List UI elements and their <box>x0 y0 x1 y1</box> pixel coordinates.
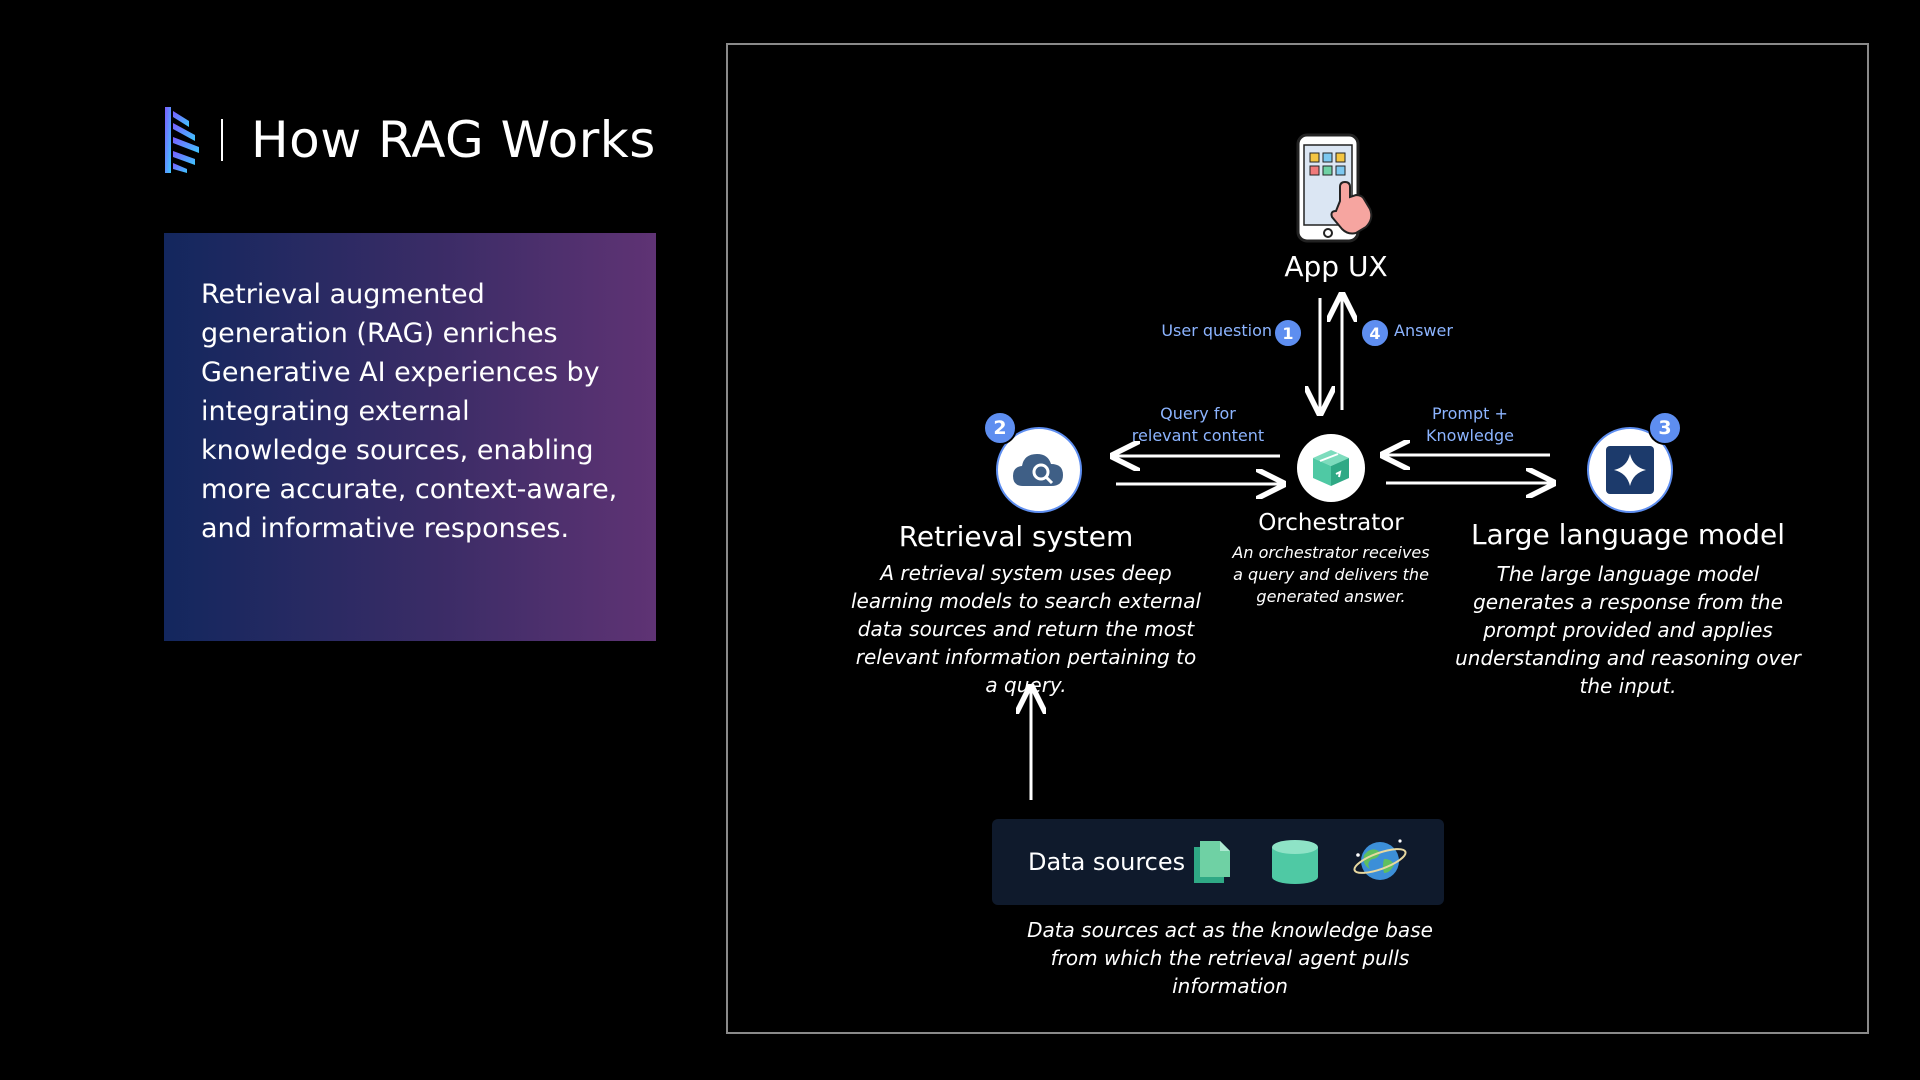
retrieval-description: A retrieval system uses deep learning mo… <box>850 561 1202 697</box>
intro-panel: Retrieval augmented generation (RAG) enr… <box>164 233 656 641</box>
orchestrator-description: An orchestrator receives a query and del… <box>1232 543 1430 606</box>
page-title: How RAG Works <box>251 111 656 169</box>
query-label: Query for relevant content <box>1128 403 1268 447</box>
step-1-badge: 1 <box>1273 318 1303 348</box>
data-sources-description: Data sources act as the knowledge base f… <box>1027 918 1433 998</box>
llm-description: The large language model generates a res… <box>1455 562 1801 698</box>
intro-text: Retrieval augmented generation (RAG) enr… <box>201 279 618 544</box>
llm-title: Large language model <box>1470 518 1786 551</box>
database-icon <box>1272 840 1318 884</box>
query-label-line2: relevant content <box>1131 426 1265 445</box>
package-box-icon <box>1313 450 1349 486</box>
prompt-label: Prompt + Knowledge <box>1400 403 1540 447</box>
retrieval-node <box>996 427 1082 513</box>
documents-icon <box>1194 841 1230 883</box>
data-sources-box: Data sources <box>992 819 1444 905</box>
prompt-label-line2: Knowledge <box>1426 426 1514 445</box>
step-4-badge: 4 <box>1360 318 1390 348</box>
cloud-search-icon <box>1013 454 1063 486</box>
prompt-label-line1: Prompt + <box>1432 404 1508 423</box>
app-ux-title: App UX <box>1284 250 1388 283</box>
header: How RAG Works <box>165 105 656 175</box>
step-2-badge: 2 <box>983 411 1017 445</box>
user-question-label: User question <box>1161 321 1272 340</box>
header-divider <box>221 119 223 161</box>
retrieval-title: Retrieval system <box>898 520 1134 553</box>
diagram-frame <box>726 43 1869 1034</box>
globe-icon <box>1353 839 1407 880</box>
phone-tap-icon <box>1296 133 1373 243</box>
orchestrator-title: Orchestrator <box>1258 510 1404 536</box>
data-sources-title: Data sources <box>1028 848 1186 876</box>
orchestrator-node <box>1297 434 1365 502</box>
query-label-line1: Query for <box>1160 404 1236 423</box>
step-3-badge: 3 <box>1648 411 1682 445</box>
sparkle-icon <box>1606 446 1654 494</box>
answer-label: Answer <box>1394 321 1453 340</box>
stacked-chevron-logo <box>165 107 199 173</box>
